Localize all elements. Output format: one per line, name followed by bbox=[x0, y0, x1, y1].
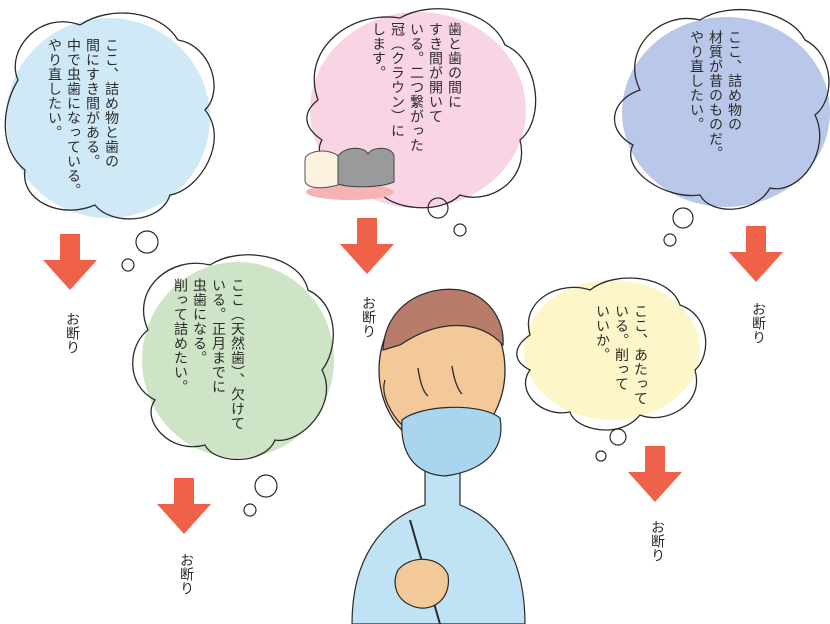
arrow-4 bbox=[157, 478, 211, 534]
arrow-3 bbox=[729, 226, 783, 282]
reply-label-2: お断り bbox=[360, 296, 376, 338]
reply-label-5: お断り bbox=[649, 520, 665, 562]
bubble-3-text: ここ、詰め物の 材質が昔のものだ。 やり直したい。 bbox=[688, 30, 742, 161]
thought-bubble-3 bbox=[614, 8, 830, 247]
thought-bubble-4 bbox=[132, 254, 334, 517]
reply-label-1: お断り bbox=[64, 312, 80, 354]
bubble-2-text: 歯と歯の間に すき間が開いて いる。二つ繋がった 冠（クラウン）に します。 bbox=[370, 22, 462, 153]
reply-label-4: お断り bbox=[178, 553, 194, 595]
bubble-5-text: ここ、あたって いる。削って いいか。 bbox=[594, 304, 648, 406]
crown-teeth-icon bbox=[304, 147, 395, 200]
bubble-4-text: ここ（天然歯）、欠けて いる。正月までに 虫歯になる。 削って詰めたい。 bbox=[172, 278, 245, 431]
reply-label-3: お断り bbox=[750, 302, 766, 344]
thought-bubble-1 bbox=[4, 12, 215, 272]
arrow-5 bbox=[628, 446, 682, 502]
bubble-1-text: ここ、詰め物と歯の 間にすき間がある。 中で虫歯になっている。 やり直したい。 bbox=[46, 38, 119, 198]
thought-bubble-2 bbox=[304, 8, 537, 237]
dentist-figure bbox=[351, 288, 526, 624]
thought-bubble-5 bbox=[516, 277, 707, 462]
arrow-2 bbox=[340, 218, 394, 274]
arrow-1 bbox=[43, 234, 97, 290]
